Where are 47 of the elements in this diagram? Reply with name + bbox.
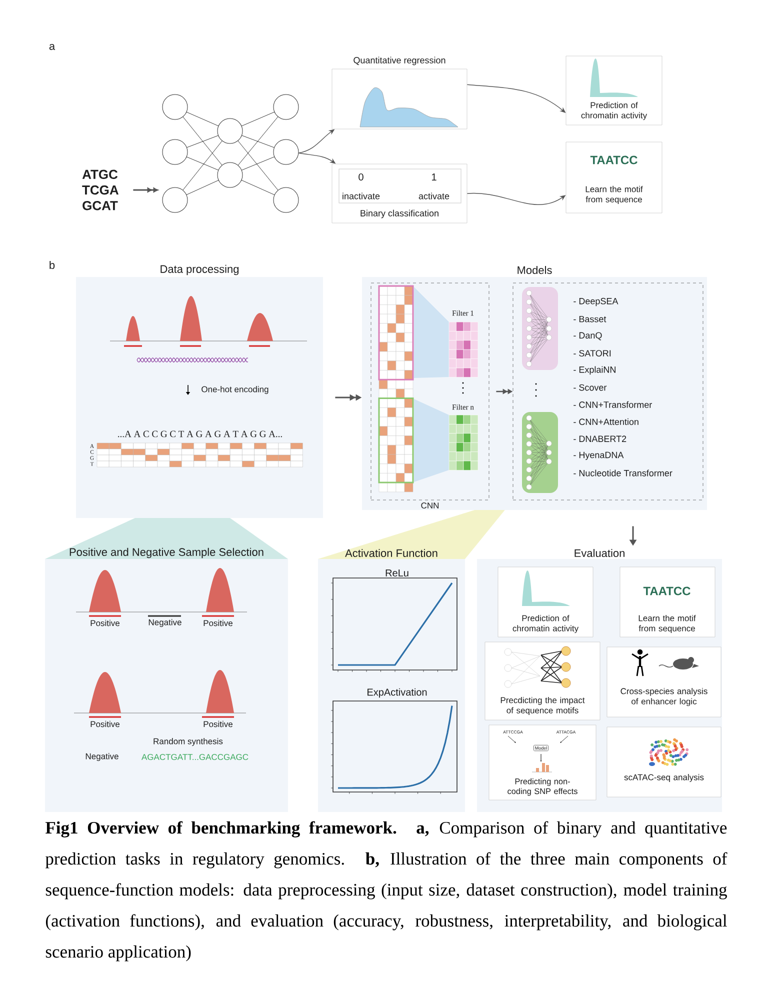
list-item: - Basset xyxy=(574,316,606,322)
panel-title: Positive and Negative Sample Selection xyxy=(70,548,264,558)
sequence-text: AGACTGATT...GACCGAGC xyxy=(142,754,248,760)
sample-label: Positive xyxy=(204,620,232,626)
class-label: 0 xyxy=(358,173,364,181)
sample-label: Positive xyxy=(204,720,232,728)
list-item: - DanQ xyxy=(574,332,602,340)
class-label: 1 xyxy=(432,174,436,180)
result-card: Prediction of chromatin activity xyxy=(566,56,662,126)
motif-sequence: TAATCC xyxy=(643,586,690,596)
list-item: - CNN+Attention xyxy=(574,418,638,426)
panel-title: Models xyxy=(518,266,552,274)
class-label: activate xyxy=(418,192,450,200)
sample-label: Positive xyxy=(90,720,120,728)
class-label: inactivate xyxy=(342,192,380,200)
chart-title: ExpActivation xyxy=(368,688,427,698)
list-item: - ExplaiNN xyxy=(574,366,616,375)
sequence-text: ...A A C C G C T A G A G A T A G G A... xyxy=(118,430,282,438)
step-label: One-hot encoding xyxy=(202,386,268,394)
panel-title: Data processing xyxy=(160,264,239,276)
panel-letter: a xyxy=(49,44,56,50)
list-item: - Nucleotide Transformer xyxy=(574,470,672,476)
sample-label: Positive xyxy=(90,620,120,626)
result-card: scATAC-seq analysis xyxy=(606,726,722,798)
list-item: - DNABERT2 xyxy=(574,436,626,442)
result-card: Precdicting the impact of sequence motifs xyxy=(484,642,600,720)
sample-label: Negative xyxy=(148,619,182,627)
result-card: Prediction of chromatin activity xyxy=(498,566,594,638)
box-caption: CNN xyxy=(421,502,438,508)
list-item: - DeepSEA xyxy=(574,298,618,306)
list-item: - SATORI xyxy=(574,350,611,356)
panel-letter: b xyxy=(50,260,55,270)
figure-caption: Fig1 Overview of benchmarking framework. a, Comparison of binary and quantitative prediction tasks in regulatory genomics. b, Illustration of the three main components of sequence-function models: data preprocessing (input size, dataset construction), model training (activation functions), and evaluation (accuracy, robustness, interpretability, and biological scenario application) xyxy=(45,821,728,962)
sequence-text: ATGC TCGA GCAT xyxy=(82,170,118,210)
list-item: - CNN+Transformer xyxy=(574,401,652,408)
panel-title: Activation Function xyxy=(345,548,438,558)
neural-network-drawing xyxy=(162,94,299,213)
list-item: - HyenaDNA xyxy=(574,452,624,460)
note-text: Random synthesis xyxy=(154,738,223,746)
chart-title: ReLu xyxy=(386,570,408,576)
result-card: Cross-species analysis of enhancer logic xyxy=(606,646,722,718)
panel-title: Evaluation xyxy=(574,548,624,558)
motif-sequence: TAATCC xyxy=(590,156,638,164)
arrow xyxy=(133,188,158,192)
panel-title: Quantitative regression xyxy=(354,56,446,66)
sample-label: Negative xyxy=(86,753,118,761)
list-item: - Scover xyxy=(574,384,607,391)
